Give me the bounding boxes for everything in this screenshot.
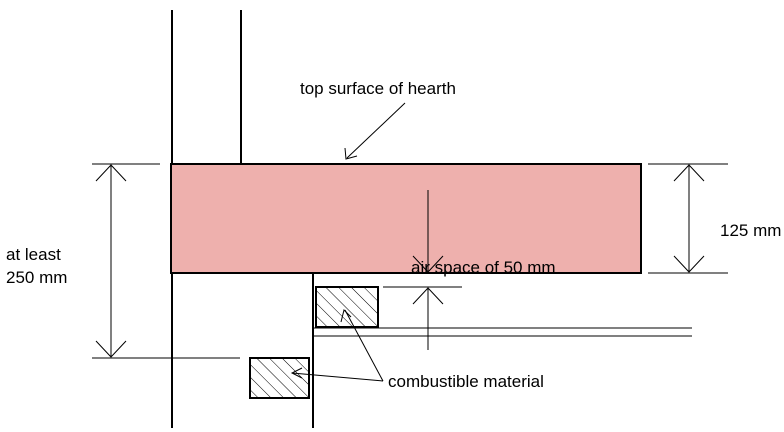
hearth-slab xyxy=(170,163,642,274)
chimney-wall-lower xyxy=(171,273,314,428)
combustible-leaders xyxy=(290,309,384,382)
floor-boards xyxy=(313,327,692,337)
min-height-label-line2: 250 mm xyxy=(6,268,67,287)
dimension-min-height xyxy=(92,163,240,359)
chimney-wall-upper xyxy=(171,10,242,164)
air-space-label: air space of 50 mm xyxy=(411,258,556,277)
combustible-block-lower xyxy=(249,357,310,399)
top-surface-leader xyxy=(344,102,406,160)
min-height-label-line1: at least xyxy=(6,245,61,264)
top-surface-label: top surface of hearth xyxy=(300,79,456,98)
hearth-thickness-label: 125 mm xyxy=(720,221,781,240)
dimension-air-space xyxy=(383,190,462,350)
dimension-hearth-thickness xyxy=(648,163,728,274)
combustible-material-label: combustible material xyxy=(388,372,544,391)
combustible-block-upper xyxy=(315,286,379,328)
